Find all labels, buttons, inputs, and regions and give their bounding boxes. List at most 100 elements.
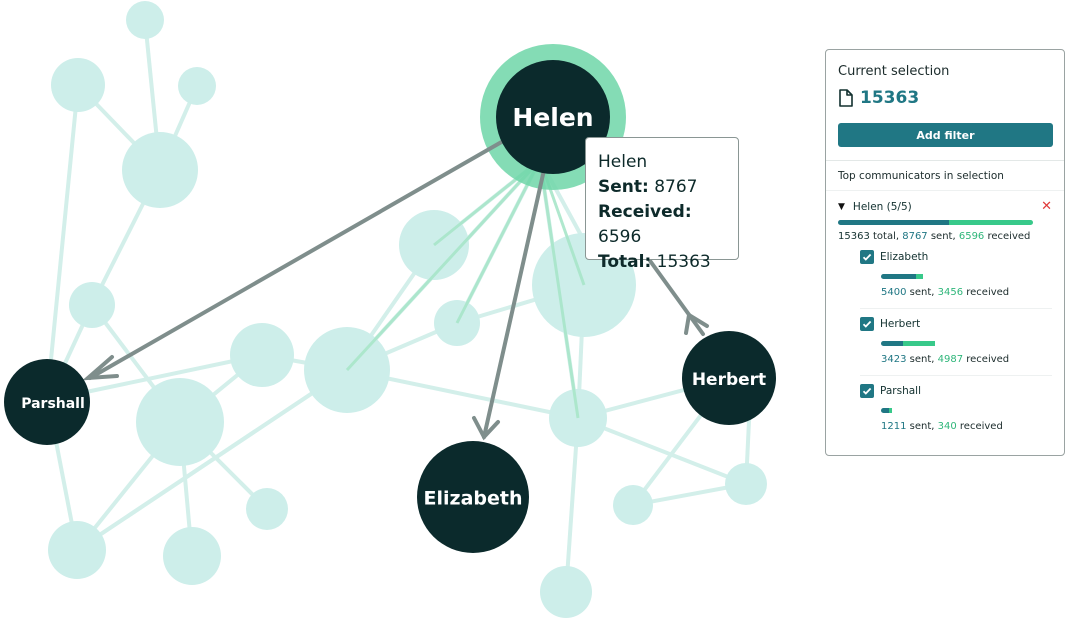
group-header[interactable]: ▼ Helen (5/5) ✕ <box>838 199 1052 214</box>
received-suffix: received <box>984 231 1031 242</box>
node-helen-circle[interactable] <box>496 60 610 174</box>
bar-received-fill <box>949 220 1033 225</box>
close-icon[interactable]: ✕ <box>1041 199 1052 214</box>
group-total: 15363 <box>838 231 870 242</box>
group-label: Helen (5/5) <box>852 201 912 213</box>
bar-received-fill <box>888 408 892 413</box>
communicator-name: Elizabeth <box>880 251 929 263</box>
tooltip-received-value: 6596 <box>598 227 642 247</box>
bar-received-fill <box>915 274 924 279</box>
graph-node[interactable] <box>613 485 653 525</box>
arrow-head-parshall <box>82 355 119 381</box>
bar-sent-fill <box>881 274 916 279</box>
node-parshall-circle[interactable] <box>4 359 90 445</box>
sent-word: sent, <box>906 421 938 432</box>
communicator-received: 340 <box>937 421 957 432</box>
communicator-bar <box>881 408 959 413</box>
tooltip-total-row: Total: 15363 <box>598 250 738 275</box>
graph-node[interactable] <box>540 566 592 618</box>
communicator-item-header: Elizabeth <box>860 250 1052 264</box>
communicator-sent: 1211 <box>881 421 907 432</box>
communicator-stats: 5400 sent, 3456 received <box>881 287 1052 298</box>
communicator-received: 4987 <box>937 354 964 365</box>
selection-count-row: 15363 <box>838 88 1052 108</box>
edge-helen-parshall <box>88 138 507 380</box>
communicator-bar <box>881 274 959 279</box>
group-received: 6596 <box>958 231 985 242</box>
communicator-item-header: Parshall <box>860 384 1052 398</box>
add-filter-button[interactable]: Add filter <box>838 123 1053 147</box>
communicator-sent: 3423 <box>881 354 907 365</box>
node-herbert-label: Herbert <box>692 370 766 390</box>
node-elizabeth[interactable]: Elizabeth <box>417 441 529 553</box>
sent-suffix: sent, <box>927 231 959 242</box>
received-word: received <box>956 421 1003 432</box>
directed-edges <box>82 138 709 441</box>
communicator-name: Parshall <box>880 385 922 397</box>
communicator-item-header: Herbert <box>860 317 1052 331</box>
graph-node[interactable] <box>51 58 105 112</box>
received-word: received <box>963 354 1010 365</box>
bar-sent-fill <box>881 408 889 413</box>
selection-panel: Current selection 15363 Add filter Top c… <box>825 49 1065 456</box>
checkbox[interactable] <box>860 384 874 398</box>
group-sent: 8767 <box>902 231 928 242</box>
node-herbert[interactable]: Herbert <box>682 331 776 425</box>
tooltip-received-label: Received: <box>598 202 692 222</box>
node-helen[interactable]: Helen <box>496 60 610 174</box>
collapse-triangle-icon[interactable]: ▼ <box>838 202 845 212</box>
node-herbert-circle[interactable] <box>682 331 776 425</box>
sent-word: sent, <box>906 287 938 298</box>
received-word: received <box>963 287 1010 298</box>
checkbox[interactable] <box>860 250 874 264</box>
graph-node[interactable] <box>126 1 164 39</box>
communicator-stats: 3423 sent, 4987 received <box>881 354 1052 365</box>
tooltip-sent-row: Sent: 8767 <box>598 175 738 200</box>
tooltip-total-label: Total: <box>598 252 652 272</box>
sent-word: sent, <box>906 354 938 365</box>
group-stats: 15363 total, 8767 sent, 6596 received <box>838 231 1052 242</box>
arrow-head-herbert <box>684 311 709 335</box>
check-icon <box>862 320 872 328</box>
checkbox[interactable] <box>860 317 874 331</box>
panel-header: Current selection 15363 Add filter <box>826 50 1064 161</box>
selection-count: 15363 <box>860 88 920 108</box>
communicator-item: Parshall 1211 sent, 340 received <box>860 384 1052 442</box>
bar-sent-fill <box>838 220 950 225</box>
graph-node[interactable] <box>136 378 224 466</box>
check-icon <box>862 387 872 395</box>
graph-node[interactable] <box>246 488 288 530</box>
communicator-received: 3456 <box>937 287 964 298</box>
graph-node[interactable] <box>178 67 216 105</box>
node-tooltip: Helen Sent: 8767 Received: 6596 Total: 1… <box>585 137 739 272</box>
tooltip-received-row: Received: 6596 <box>598 200 738 250</box>
communicator-sent: 5400 <box>881 287 907 298</box>
arrow-head-elizabeth <box>472 416 500 441</box>
communicator-item: Elizabeth 5400 sent, 3456 received <box>860 250 1052 309</box>
tooltip-total-value: 15363 <box>656 252 711 272</box>
node-parshall-label: Parshall <box>21 396 85 412</box>
bar-sent-fill <box>881 341 903 346</box>
communicator-group: ▼ Helen (5/5) ✕ 15363 total, 8767 sent, … <box>826 191 1064 442</box>
node-elizabeth-circle[interactable] <box>417 441 529 553</box>
check-icon <box>862 253 872 261</box>
tooltip-name: Helen <box>598 152 648 172</box>
panel-title: Current selection <box>838 64 950 79</box>
graph-node[interactable] <box>725 463 767 505</box>
node-helen-label: Helen <box>512 103 593 132</box>
edge-helen-herbert <box>646 256 705 336</box>
document-icon <box>839 89 853 107</box>
graph-node[interactable] <box>69 282 115 328</box>
graph-node[interactable] <box>122 132 198 208</box>
graph-node[interactable] <box>230 323 294 387</box>
edge-helen-elizabeth <box>482 168 546 439</box>
bar-received-fill <box>902 341 935 346</box>
node-parshall[interactable]: Parshall <box>4 359 90 445</box>
background-nodes <box>48 1 767 618</box>
graph-node[interactable] <box>163 527 221 585</box>
communicator-item: Herbert 3423 sent, 4987 received <box>860 317 1052 376</box>
graph-node[interactable] <box>48 521 106 579</box>
communicator-stats: 1211 sent, 340 received <box>881 421 1052 432</box>
top-communicators-title: Top communicators in selection <box>826 161 1064 191</box>
